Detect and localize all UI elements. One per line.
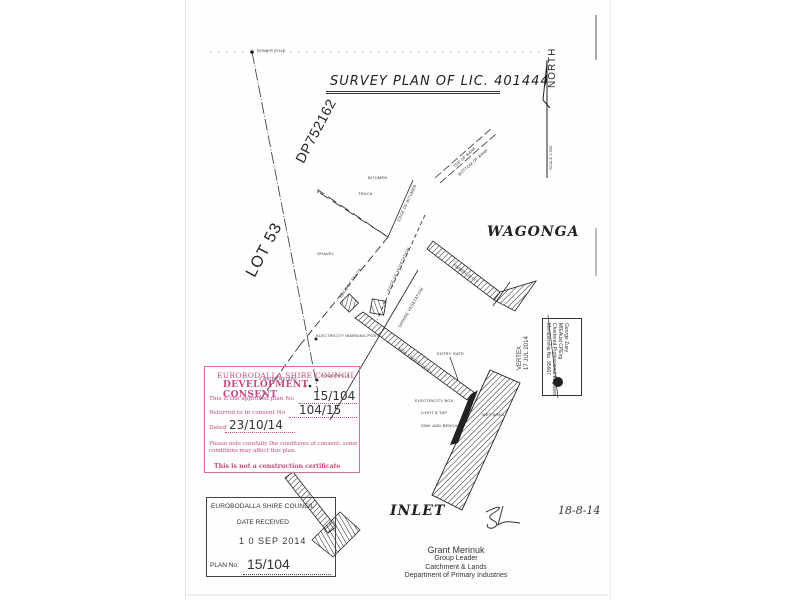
inlet-label: INLET xyxy=(390,503,446,519)
development-consent-stamp: EUROBODALLA SHIRE COUNCIL DEVELOPMENT CO… xyxy=(204,366,360,473)
received-label: DATE RECEIVED xyxy=(237,519,289,526)
referred-dots xyxy=(289,417,357,418)
received-plan-value: 15/104 xyxy=(247,556,290,572)
date-received-stamp: EUROBODALLA SHIRE COUNCIL DATE RECEIVED … xyxy=(206,497,336,577)
dated-value: 23/10/14 xyxy=(229,418,283,432)
referred-consent-label: Referred to in consent No xyxy=(209,410,286,416)
engineers-logo-icon xyxy=(553,377,563,387)
consent-heading: DEVELOPMENT CONSENT xyxy=(223,380,309,400)
gravel-label: GRAVEL xyxy=(317,251,335,256)
signer-name: Grant Merinuk xyxy=(427,545,485,555)
wagonga-label: WAGONGA xyxy=(487,224,580,240)
signer-unit: Catchment & Lands xyxy=(425,563,487,571)
north-arrow-label: NORTH xyxy=(547,47,558,88)
plan-title: SURVEY PLAN OF LIC. 401444 xyxy=(330,74,550,89)
approved-plan-value: 15/104 xyxy=(313,389,356,403)
bitumen-label: BITUMEN xyxy=(368,175,388,180)
received-plan-label: PLAN No: xyxy=(210,562,239,569)
vertex-text: VERTEX xyxy=(517,346,523,370)
scale-label: SCALE 1:500 xyxy=(548,145,553,170)
dated-label: Dated xyxy=(209,425,227,431)
signer-role: Group Leader xyxy=(434,555,478,562)
dated-dots xyxy=(225,432,295,433)
power-pole-top-label: POWER POLE xyxy=(257,48,286,53)
wet-area-label: WET AREA xyxy=(482,412,505,417)
referred-consent-value: 104/15 xyxy=(299,403,342,417)
electricity-warning-post-label: ELECTRICITY WARNING POST xyxy=(316,333,380,338)
surveyor-name: George Zuey xyxy=(563,323,569,353)
received-plan-dots xyxy=(243,574,331,575)
electricity-box-label: ELECTRICITY BOX xyxy=(415,398,454,403)
entry-gate-label: ENTRY GATE xyxy=(437,351,465,356)
received-date: 1 0 SEP 2014 xyxy=(239,536,307,546)
signer-department: Department of Primary Industries xyxy=(404,572,508,579)
light-tap-label: LIGHT & TAP xyxy=(421,410,448,415)
scanned-page xyxy=(185,0,611,600)
surveyor-stamp: George Zuey MIEAust CPEng Chartered Prof… xyxy=(542,318,582,396)
surveyor-qualification: MIEAust CPEng xyxy=(557,323,563,360)
vertex-date: 17 JUL 2014 xyxy=(524,336,530,370)
consent-council: EUROBODALLA SHIRE COUNCIL xyxy=(217,371,356,380)
surveyor-membership: Membership No. 95667 xyxy=(545,323,551,375)
water-meters-label: 2 WATER METERS xyxy=(259,376,297,381)
sink-bench-label: SINK AND BENCH xyxy=(421,423,458,428)
approved-dots xyxy=(299,403,357,404)
signer-block: Grant Merinuk Group Leader Catchment & L… xyxy=(396,545,516,581)
title-underline xyxy=(326,91,500,94)
approved-plan-label: This is the approved plan No xyxy=(209,396,294,402)
not-construction-certificate: This is not a construction certificate xyxy=(214,463,341,470)
power-pole-label: POWER POLE xyxy=(321,373,350,378)
received-council: EUROBODALLA SHIRE COUNCIL xyxy=(211,503,315,510)
vertex-stamp: VERTEX 17 JUL 2014 xyxy=(517,336,531,370)
signature-date: 18-8-14 xyxy=(558,504,601,517)
consent-note: Please note carefully the conditions of … xyxy=(209,441,358,454)
track-label: TRACK xyxy=(358,191,373,196)
